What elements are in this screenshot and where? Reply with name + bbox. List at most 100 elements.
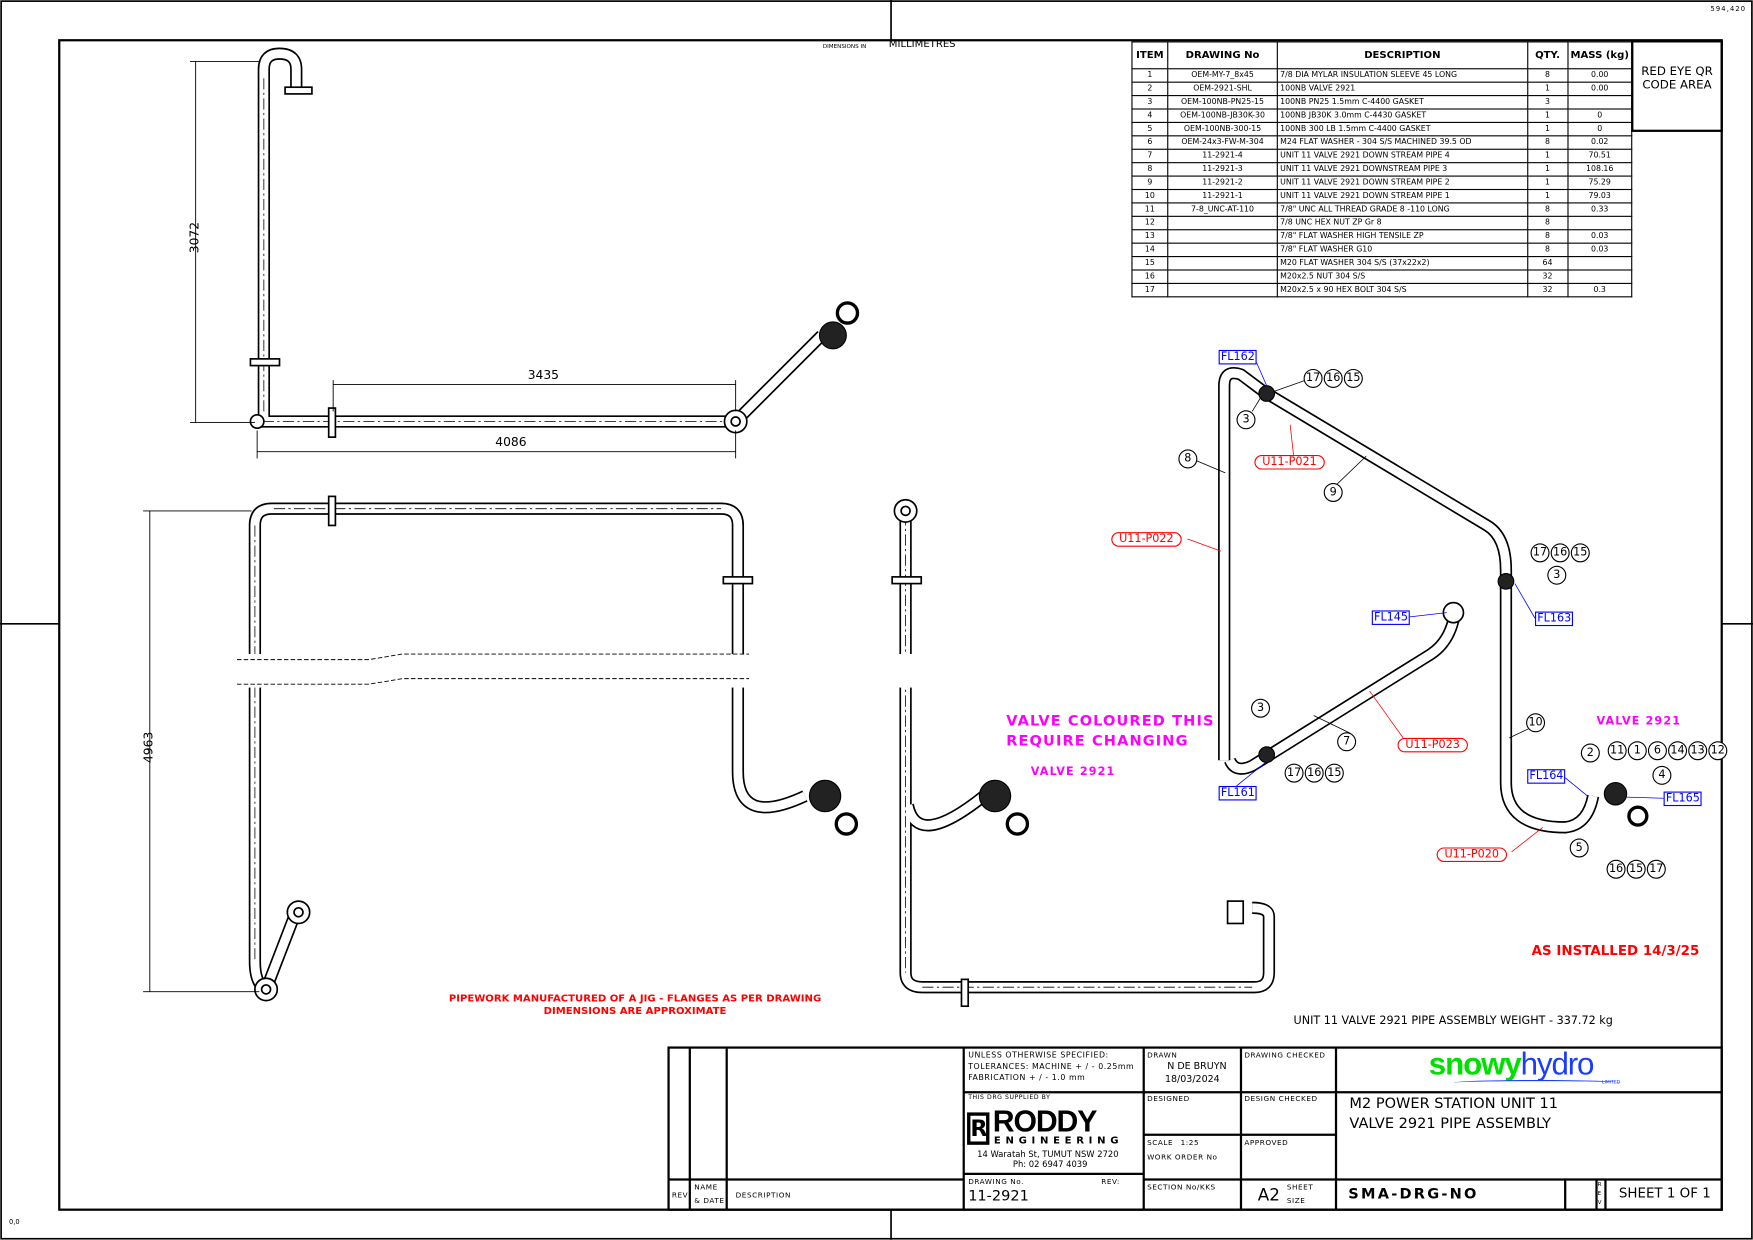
item-balloon: 15	[1570, 543, 1590, 563]
designed-label: DESIGNED	[1147, 1094, 1190, 1104]
bom-cell-description: 7/8" UNC ALL THREAD GRADE 8 -110 LONG	[1276, 202, 1528, 217]
bom-cell-qty: 8	[1526, 242, 1569, 258]
dimension-4086: 4086	[495, 434, 527, 450]
tolerance-heading: UNLESS OTHERWISE SPECIFIED:	[968, 1050, 1109, 1060]
supplier-address: 14 Waratah St, TUMUT NSW 2720	[977, 1149, 1119, 1160]
bom-header-drawing-no: DRAWING No	[1167, 41, 1278, 70]
bom-cell-mass	[1567, 95, 1633, 110]
item-balloon: 8	[1178, 449, 1198, 469]
qr-code-area: RED EYE QR CODE AREA	[1641, 64, 1713, 92]
dimension-3435: 3435	[527, 367, 559, 383]
bom-cell-item: 11	[1131, 202, 1169, 217]
item-balloon: 3	[1251, 698, 1271, 718]
item-balloon: 17	[1646, 859, 1666, 879]
drawn-label: DRAWN	[1147, 1050, 1178, 1060]
item-balloon: 14	[1668, 741, 1688, 761]
bom-cell-item: 15	[1131, 256, 1169, 271]
bom-cell-mass: 79.03	[1567, 188, 1633, 204]
bom-cell-mass: 0.00	[1567, 68, 1633, 83]
item-balloon: 15	[1324, 763, 1344, 783]
item-balloon: 17	[1303, 368, 1323, 388]
item-balloon: 9	[1323, 482, 1343, 502]
note-pipework-jig: PIPEWORK MANUFACTURED OF A JIG - FLANGES…	[448, 993, 822, 1006]
bom-cell-qty: 64	[1526, 256, 1569, 271]
balloon-group: 10	[1526, 713, 1546, 733]
item-balloon: 7	[1337, 732, 1357, 752]
bom-cell-item: 5	[1131, 121, 1169, 137]
date-column-label: & DATE	[694, 1196, 725, 1206]
dimensions-unit: MILLIMETRES	[888, 39, 956, 51]
bom-cell-qty: 8	[1526, 229, 1569, 244]
item-balloon: 15	[1626, 859, 1646, 879]
bom-cell-description: 7/8" FLAT WASHER HIGH TENSILE ZP	[1276, 229, 1528, 244]
sheet-size-label-2: SIZE	[1286, 1196, 1306, 1206]
bom-header-qty: QTY.	[1526, 41, 1569, 70]
sheet-size-label-1: SHEET	[1286, 1182, 1314, 1192]
bom-header-mass: MASS (kg)	[1567, 41, 1633, 70]
bom-cell-description: 7/8" FLAT WASHER G10	[1276, 242, 1528, 258]
item-balloon: 16	[1550, 543, 1570, 563]
bom-cell-description: 7/8 UNC HEX NUT ZP Gr 8	[1276, 215, 1528, 231]
roddy-logo-subtitle: ENGINEERING	[993, 1135, 1124, 1148]
rev-column-label: REV	[671, 1190, 689, 1200]
section-label: SECTION No/KKS	[1147, 1182, 1216, 1192]
bom-cell-drawing-no: OEM-24x3-FW-M-304	[1167, 135, 1278, 150]
bom-cell-drawing-no: OEM-MY-7_8x45	[1167, 68, 1278, 83]
dimensions-label: DIMENSIONS IN	[822, 43, 867, 51]
bill-of-materials-table: ITEM DRAWING No DESCRIPTION QTY. MASS (k…	[1131, 41, 1633, 298]
bom-cell-description: UNIT 11 VALVE 2921 DOWN STREAM PIPE 1	[1276, 188, 1528, 204]
pipe-tag-p021: U11-P021	[1254, 455, 1325, 470]
balloon-group: 4	[1652, 765, 1672, 785]
note-as-installed: AS INSTALLED 14/3/25	[1531, 942, 1700, 959]
logo-swoosh	[1453, 1079, 1622, 1086]
tolerance-machine: TOLERANCES: MACHINE + / - 0.25mm	[968, 1062, 1135, 1072]
bom-cell-item: 12	[1131, 215, 1169, 231]
item-balloon: 16	[1323, 368, 1343, 388]
drawing-number: 11-2921	[968, 1188, 1029, 1206]
bom-cell-drawing-no: 7-8_UNC-AT-110	[1167, 202, 1278, 217]
rev-label: REV:	[1101, 1177, 1120, 1187]
bom-cell-qty: 1	[1526, 121, 1569, 137]
bom-cell-qty: 8	[1526, 68, 1569, 83]
bom-cell-drawing-no: 11-2921-3	[1167, 162, 1278, 177]
bom-cell-mass: 0.03	[1567, 242, 1633, 258]
bom-cell-drawing-no	[1167, 256, 1278, 271]
note-valve-2921-left: VALVE 2921	[1030, 765, 1116, 779]
sheet-size: A2	[1257, 1185, 1280, 1206]
bom-cell-qty: 1	[1526, 188, 1569, 204]
flange-tag-fl161: FL161	[1218, 785, 1258, 801]
bom-cell-mass: 108.16	[1567, 162, 1633, 177]
note-require-changing: REQUIRE CHANGING	[1006, 733, 1189, 751]
description-column-label: DESCRIPTION	[735, 1190, 791, 1200]
rev-vertical-label: REV	[1597, 1181, 1602, 1207]
note-dimensions-approximate: DIMENSIONS ARE APPROXIMATE	[543, 1006, 727, 1018]
scale-value: 1:25	[1180, 1138, 1200, 1148]
document-number: SMA-DRG-NO	[1348, 1186, 1479, 1203]
work-order-label: WORK ORDER No	[1147, 1152, 1218, 1162]
bom-cell-drawing-no: 11-2921-2	[1167, 175, 1278, 191]
bom-cell-drawing-no: 11-2921-4	[1167, 148, 1278, 164]
bom-cell-drawing-no: 11-2921-1	[1167, 188, 1278, 204]
bom-cell-item: 6	[1131, 135, 1169, 150]
bom-cell-drawing-no: OEM-100NB-300-15	[1167, 121, 1278, 137]
bom-cell-item: 10	[1131, 188, 1169, 204]
bom-cell-drawing-no	[1167, 215, 1278, 231]
bom-cell-mass: 0.03	[1567, 229, 1633, 244]
